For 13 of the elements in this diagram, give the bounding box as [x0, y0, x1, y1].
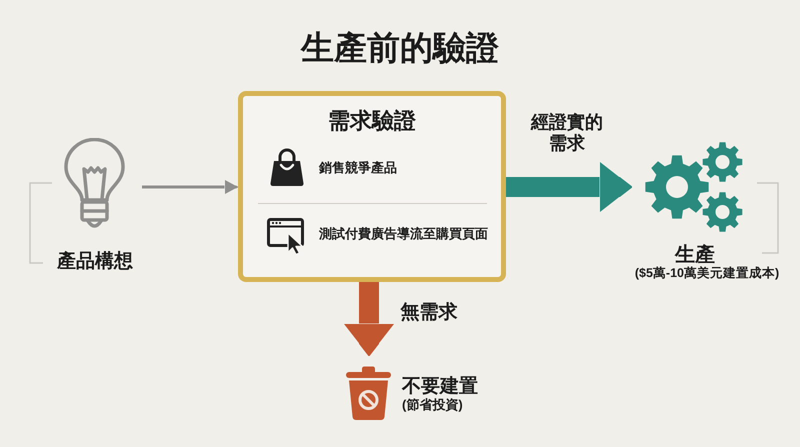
node-label: 產品構想 [56, 251, 134, 274]
node-label: 不要建置 [402, 376, 478, 398]
arrow [344, 282, 394, 356]
arrow [142, 180, 238, 194]
validation-card [238, 91, 506, 282]
list-item-text: 銷售競爭產品 [319, 160, 397, 176]
node-subtext: (節省投資) [402, 397, 463, 413]
list-item-text: 測試付費廣告導流至購買頁面 [319, 226, 488, 242]
card-heading: 需求驗證 [327, 108, 417, 134]
diagram-title: 生產前的驗證 [299, 28, 500, 68]
node-label: 生產 [674, 243, 716, 266]
node-subtext: ($5萬-10萬美元建置成本) [634, 266, 780, 281]
arrow [506, 162, 632, 212]
